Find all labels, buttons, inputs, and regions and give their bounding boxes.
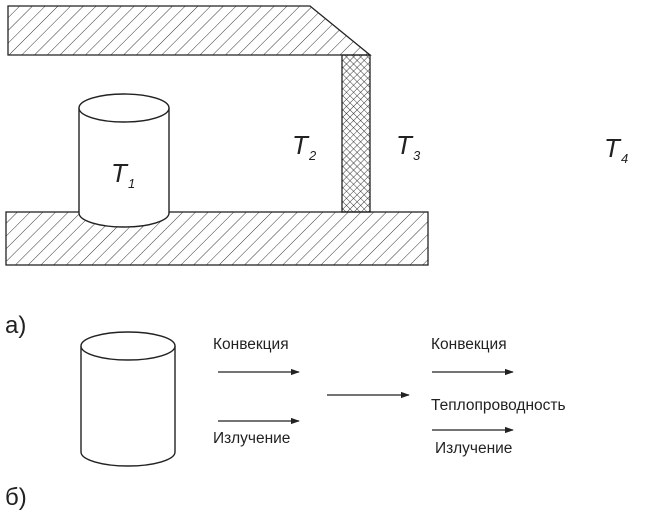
- flow-label-radiation-left: Излучение: [213, 430, 290, 447]
- temperature-index-t1: 1: [128, 176, 135, 191]
- bottom-plate: [5, 211, 429, 266]
- top-plate: [7, 5, 372, 56]
- flow-label-conduction-right: Теплопроводность: [431, 397, 566, 414]
- flow-label-convection-left: Конвекция: [213, 336, 289, 353]
- temperature-label-t3: T: [396, 130, 414, 160]
- temperature-label-t1: T: [111, 158, 129, 188]
- flow-label-convection-right: Конвекция: [431, 336, 507, 353]
- insulating-wall: [341, 54, 371, 213]
- temperature-label-t4: T: [604, 133, 622, 163]
- cylinder-schematic: [80, 331, 176, 467]
- part-b-label: б): [5, 484, 27, 511]
- cylinder-body: [78, 93, 170, 228]
- flow-label-radiation-right: Излучение: [435, 440, 512, 457]
- temperature-index-t2: 2: [308, 148, 317, 163]
- temperature-label-t2: T: [292, 130, 310, 160]
- part-a-label: а): [5, 312, 26, 339]
- temperature-index-t3: 3: [413, 148, 421, 163]
- temperature-index-t4: 4: [621, 151, 628, 166]
